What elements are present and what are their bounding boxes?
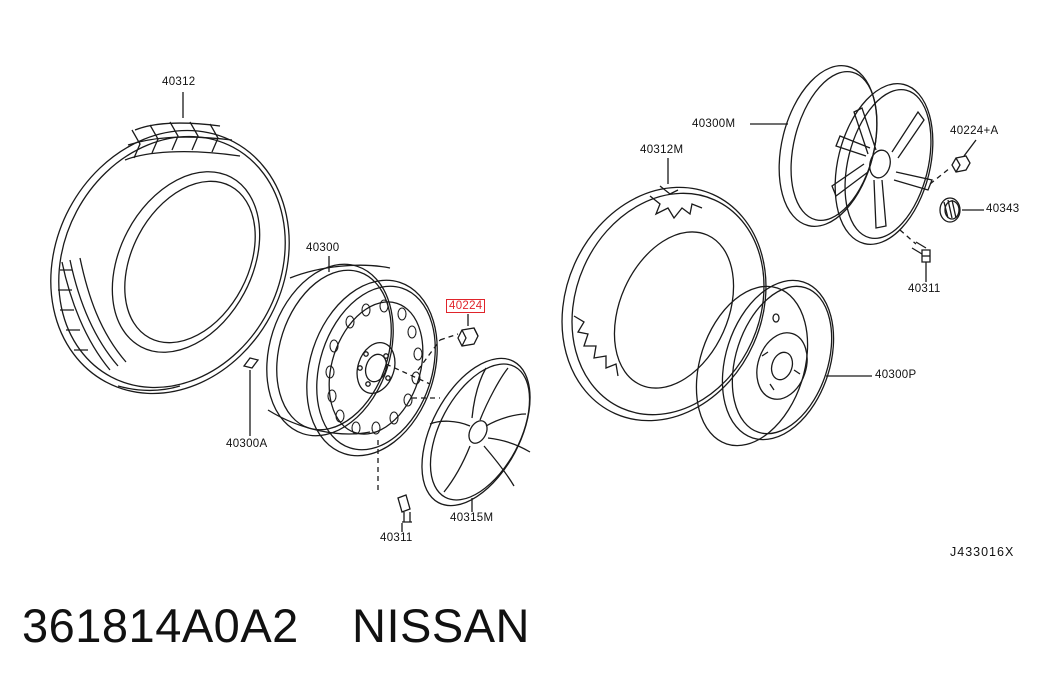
label-nut-right: 40224+A bbox=[950, 125, 999, 137]
label-alloy-wheel: 40300M bbox=[692, 118, 736, 130]
label-tire-main: 40312 bbox=[162, 76, 196, 88]
leader-nut-right bbox=[963, 139, 977, 157]
label-weight: 40300A bbox=[226, 438, 268, 450]
center-cap bbox=[939, 197, 961, 223]
balance-weight bbox=[242, 357, 260, 380]
label-wheel-cover: 40315M bbox=[450, 512, 494, 524]
part-number: 361814A0A2 bbox=[22, 599, 299, 652]
label-nut-highlight: 40224 bbox=[446, 299, 486, 313]
brand-name: NISSAN bbox=[352, 599, 530, 652]
steel-wheel bbox=[266, 263, 438, 457]
label-valve-left: 40311 bbox=[380, 532, 413, 544]
label-valve-right: 40311 bbox=[908, 283, 941, 295]
label-center-cap: 40343 bbox=[986, 203, 1020, 215]
nut-highlight bbox=[457, 327, 479, 347]
assembly-lines-right bbox=[899, 167, 951, 245]
tire-main bbox=[50, 121, 290, 395]
tire-right bbox=[561, 185, 767, 422]
assembly-lines-left bbox=[377, 333, 459, 494]
label-steel-wheel: 40300 bbox=[306, 242, 340, 254]
label-tire-right: 40312M bbox=[640, 144, 684, 156]
nut-right bbox=[951, 155, 971, 173]
diagram-code: J433016X bbox=[950, 545, 1015, 559]
valve-right bbox=[911, 241, 931, 263]
valve-left bbox=[397, 494, 412, 523]
wheel-cover bbox=[421, 357, 531, 507]
alloy-wheel bbox=[778, 65, 934, 245]
label-wheel-p: 40300P bbox=[875, 369, 917, 381]
